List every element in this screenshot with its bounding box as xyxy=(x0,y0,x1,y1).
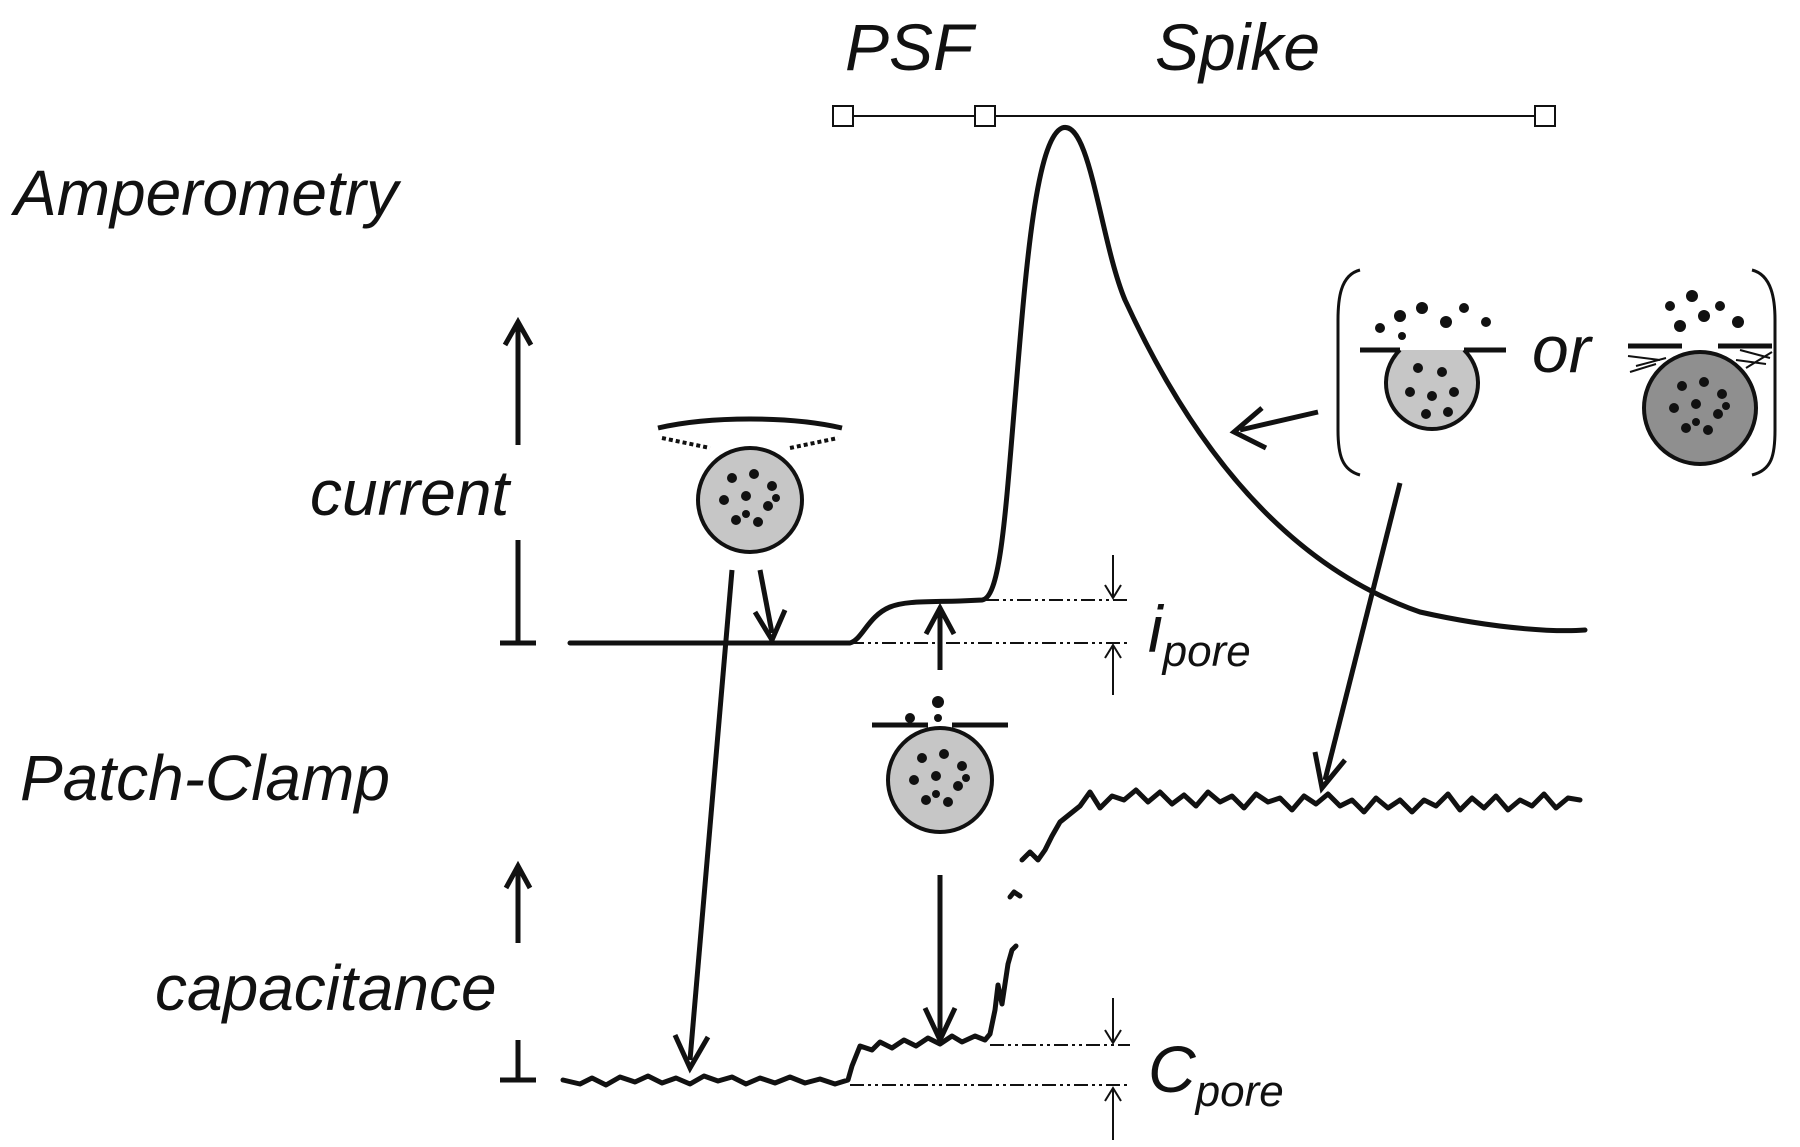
current-scale-arrow xyxy=(500,316,536,646)
c-pore-label: Cpore xyxy=(1148,1032,1284,1116)
docked-vesicle-icon xyxy=(657,416,843,554)
docked-vesicle-arrows xyxy=(672,569,788,1074)
current-label: current xyxy=(310,457,511,529)
amperometry-trace xyxy=(567,125,1588,646)
or-label: or xyxy=(1532,312,1594,386)
amperometry-label: Amperometry xyxy=(10,157,402,229)
i-pore-arrows xyxy=(1104,555,1122,695)
phase-timeline xyxy=(832,105,1556,127)
open-vesicle-icon xyxy=(1360,302,1506,431)
c-pore-arrows xyxy=(1104,998,1122,1140)
capacitance-scale-arrow xyxy=(500,860,536,1083)
spike-label: Spike xyxy=(1155,10,1320,84)
kiss-run-vesicle-icon xyxy=(1627,290,1773,466)
full-fusion-arrows xyxy=(1229,406,1403,794)
psf-label: PSF xyxy=(845,10,977,84)
i-pore-label: ipore xyxy=(1148,592,1251,676)
fusion-pore-vesicle-icon xyxy=(872,696,1008,834)
patch-clamp-label: Patch-Clamp xyxy=(20,742,390,814)
pore-reference-lines xyxy=(850,599,1130,1086)
fusion-pore-arrows xyxy=(922,602,958,1046)
capacitance-trace xyxy=(560,787,1583,1088)
full-fusion-bracket: or xyxy=(1336,268,1777,477)
capacitance-label: capacitance xyxy=(155,952,497,1024)
